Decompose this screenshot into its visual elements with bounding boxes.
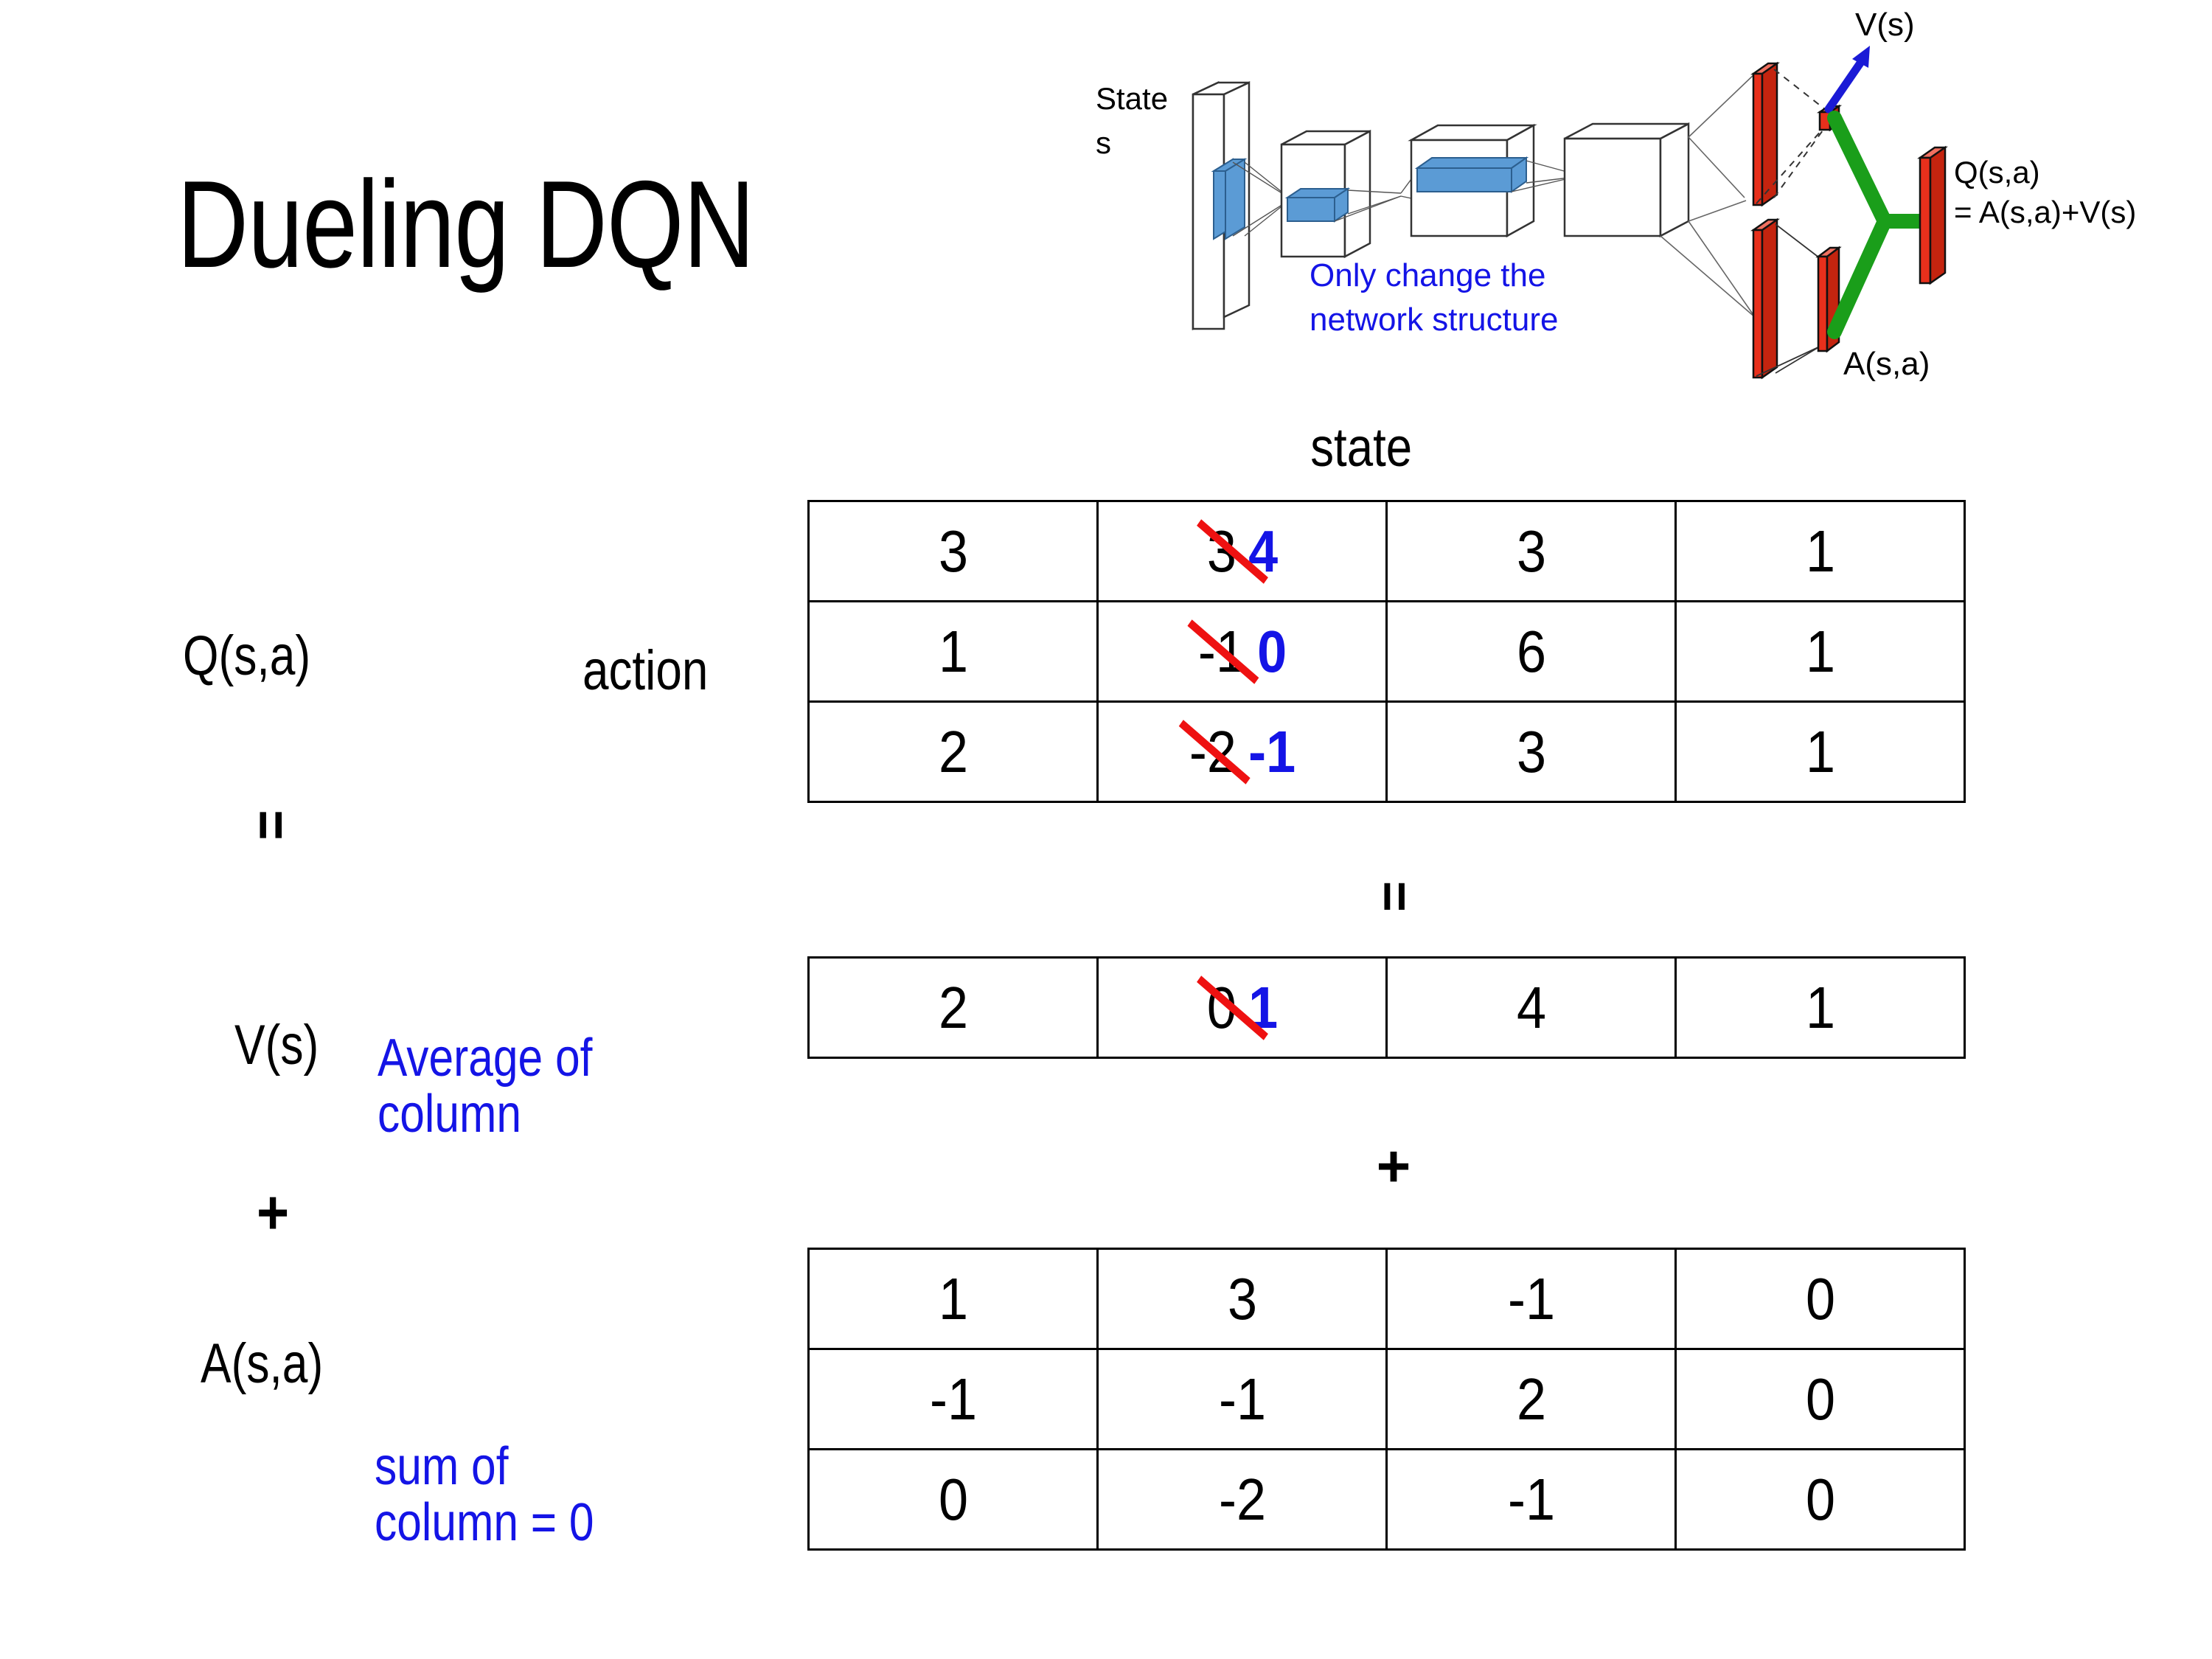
- q-cell-r2c0: 2: [821, 700, 1085, 803]
- q-cell-r0c0: 3: [821, 500, 1085, 602]
- value-arrow-icon: [1824, 46, 1870, 114]
- advantage-links: [1756, 223, 1820, 377]
- a-cell-r2c2: -1: [1399, 1448, 1663, 1551]
- q-table-label: Q(s,a): [183, 625, 311, 687]
- q-cell-r1c3: 1: [1688, 600, 1952, 703]
- table-row: 2 0 1 4 1: [809, 956, 1965, 1059]
- struck-old-value: 0: [1196, 974, 1267, 1042]
- diagram-note-line2: network structure: [1310, 302, 1558, 338]
- a-cell-r1c1: -1: [1110, 1348, 1374, 1450]
- a-annotation-line1: sum of: [375, 1437, 509, 1496]
- struck-old-value: -2: [1178, 718, 1251, 786]
- a-cell-r1c3: 0: [1688, 1348, 1952, 1450]
- input-filter-patch: [1211, 158, 1248, 240]
- struck-old-value: 3: [1196, 518, 1267, 585]
- corrected-value: 4: [1248, 518, 1278, 584]
- table-row: 2 -2 -1 3 1: [809, 700, 1965, 803]
- diagram-q-output-line2: = A(s,a)+V(s): [1954, 195, 2136, 229]
- table-row: 1 -1 0 6 1: [809, 600, 1965, 703]
- diagram-a-output-label: A(s,a): [1843, 346, 1930, 382]
- a-annotation: sum of column = 0: [375, 1439, 594, 1551]
- a-cell-r1c2: 2: [1399, 1348, 1663, 1450]
- diagram-state-label-line2: s: [1096, 125, 1111, 160]
- corrected-value: 0: [1256, 618, 1287, 684]
- v-cell-c2: 4: [1399, 956, 1663, 1059]
- dueling-network-diagram: State s Only change the network structur…: [1091, 0, 2212, 413]
- q-cell-r2c3: 1: [1688, 700, 1952, 803]
- a-cell-r0c1: 3: [1110, 1248, 1374, 1350]
- q-value-table: 3 3 4 3 1 1 -1 0 6 1 2: [807, 500, 1966, 803]
- value-stream-bar: [1750, 61, 1780, 207]
- equals-symbol-middle: =: [1364, 880, 1424, 912]
- conv-box-3: [1563, 122, 1690, 238]
- q-cell-r0c3: 1: [1688, 500, 1952, 602]
- v-value-table: 2 0 1 4 1: [807, 956, 1966, 1059]
- q-cell-r1c0: 1: [821, 600, 1085, 703]
- a-annotation-line2: column = 0: [375, 1492, 594, 1552]
- conv-filter-2: [1414, 156, 1529, 193]
- a-cell-r2c1: -2: [1110, 1448, 1374, 1551]
- aggregation-merge-green: [1827, 111, 1933, 339]
- v-table-label: V(s): [234, 1014, 319, 1077]
- struck-old-value: -1: [1187, 618, 1259, 686]
- corrected-value: -1: [1248, 718, 1295, 785]
- equals-symbol-left: =: [239, 810, 305, 841]
- a-cell-r1c0: -1: [821, 1348, 1085, 1450]
- corrected-value: 1: [1248, 974, 1278, 1040]
- a-cell-r0c0: 1: [821, 1248, 1085, 1350]
- advantage-stream-bar: [1750, 218, 1780, 380]
- a-cell-r2c3: 0: [1688, 1448, 1952, 1551]
- action-axis-label: action: [582, 639, 709, 702]
- value-dashed-links: [1756, 69, 1829, 204]
- v-annotation-line2: column: [378, 1084, 521, 1144]
- a-cell-r2c0: 0: [821, 1448, 1085, 1551]
- a-value-table: 1 3 -1 0 -1 -1 2 0 0 -2 -1 0: [807, 1248, 1966, 1551]
- v-cell-c3: 1: [1688, 956, 1952, 1059]
- q-cell-r2c1: -2 -1: [1110, 700, 1374, 803]
- q-cell-r0c1: 3 4: [1110, 500, 1374, 602]
- a-cell-r0c3: 0: [1688, 1248, 1952, 1350]
- input-plane-shape: [1192, 81, 1251, 330]
- v-annotation: Average of column: [378, 1029, 593, 1144]
- table-row: 1 3 -1 0: [809, 1248, 1965, 1350]
- q-output-bar: [1917, 145, 1948, 285]
- diagram-state-label-line1: State: [1096, 81, 1168, 116]
- q-cell-r1c1: -1 0: [1110, 600, 1374, 703]
- diagram-q-output-line1: Q(s,a): [1954, 155, 2040, 189]
- v-cell-c0: 2: [821, 956, 1085, 1059]
- q-cell-r0c2: 3: [1399, 500, 1663, 602]
- v-annotation-line1: Average of: [378, 1029, 593, 1088]
- table-row: 0 -2 -1 0: [809, 1448, 1965, 1551]
- state-axis-label: state: [1310, 417, 1413, 478]
- conv-filter-1: [1284, 187, 1351, 223]
- table-row: 3 3 4 3 1: [809, 500, 1965, 602]
- diagram-note-line1: Only change the: [1310, 257, 1545, 293]
- diagram-v-output-label: V(s): [1855, 7, 1915, 43]
- q-cell-r1c2: 6: [1399, 600, 1663, 703]
- plus-symbol-middle: +: [1376, 1133, 1411, 1199]
- v-cell-c1: 0 1: [1110, 956, 1374, 1059]
- table-row: -1 -1 2 0: [809, 1348, 1965, 1450]
- q-cell-r2c2: 3: [1399, 700, 1663, 803]
- page-title: Dueling DQN: [177, 155, 755, 293]
- a-cell-r0c2: -1: [1399, 1248, 1663, 1350]
- plus-symbol-left: +: [257, 1178, 290, 1247]
- connections-4: [1660, 73, 1756, 318]
- a-table-label: A(s,a): [201, 1332, 324, 1395]
